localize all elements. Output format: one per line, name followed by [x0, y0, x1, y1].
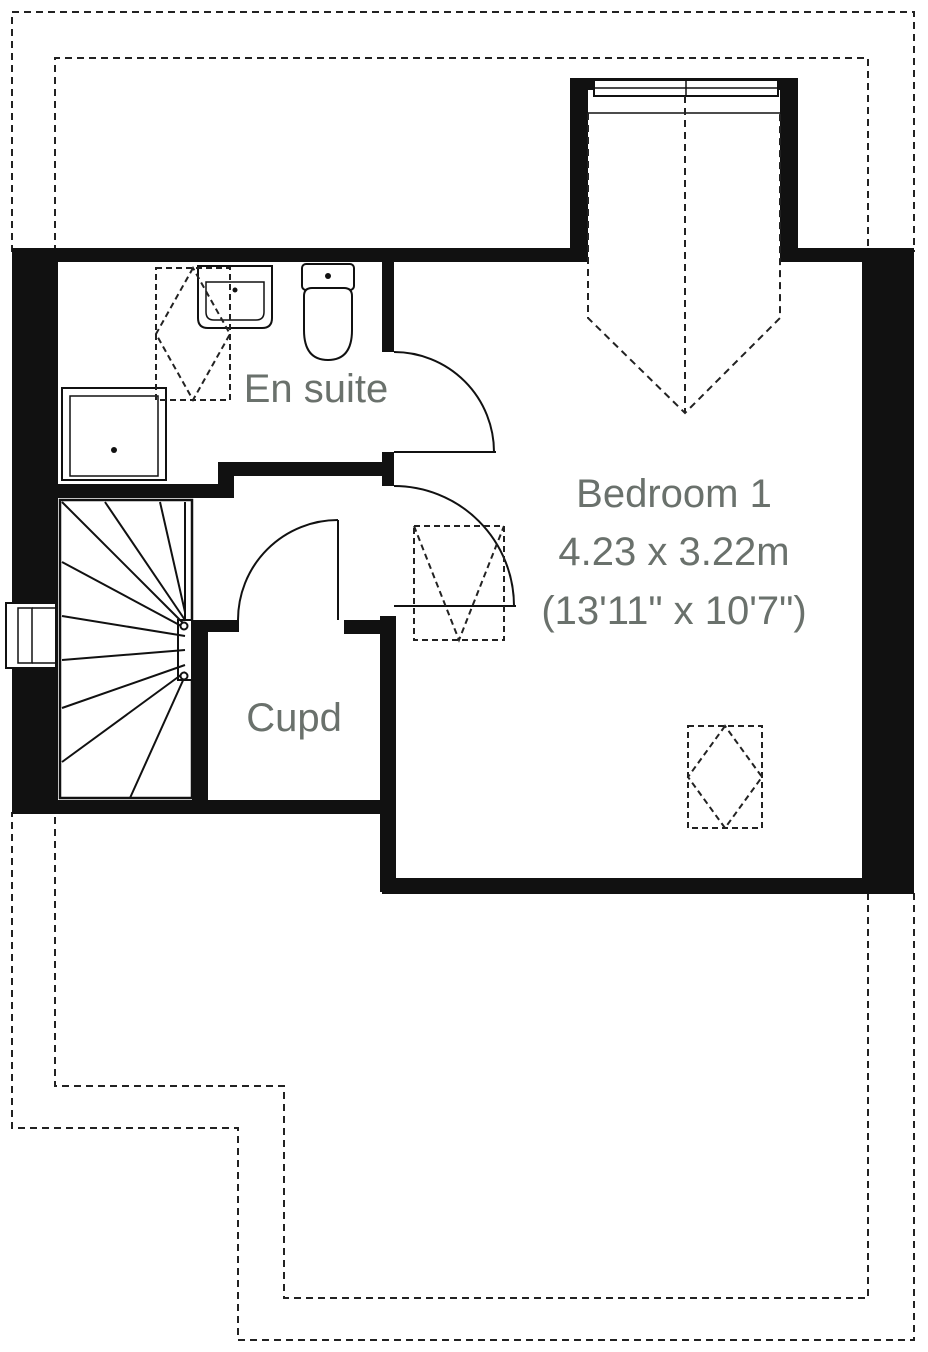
dormer-window: [587, 79, 781, 415]
staircase: [58, 498, 194, 800]
bedroom-rooflight: [686, 724, 764, 830]
top-wall: [12, 78, 914, 262]
bedroom-door[interactable]: [393, 485, 516, 607]
basin: [197, 265, 273, 329]
wall-left-outer: [12, 252, 58, 812]
ensuite-partition-upper: [382, 260, 394, 352]
cupboard-label: Cupd: [246, 696, 342, 740]
ensuite-bottom-wall: [58, 462, 384, 498]
bedroom-label: Bedroom 1: [576, 472, 772, 516]
bedroom-dimensions-metric: 4.23 x 3.22m: [558, 530, 789, 574]
toilet: [301, 263, 355, 362]
bedroom-dimensions-imperial: (13'11" x 10'7"): [541, 589, 806, 633]
roof-outline-inner: [54, 57, 869, 1299]
bedroom-left-wall-lower: [380, 616, 396, 892]
cupboard-walls: [192, 620, 394, 814]
stair-window: [5, 602, 57, 669]
cupboard-door[interactable]: [237, 519, 339, 632]
ensuite-partition-mid: [382, 452, 394, 486]
roof-outline-outer: [11, 11, 915, 1341]
ensuite-door[interactable]: [393, 351, 496, 453]
ensuite-label: En suite: [244, 367, 389, 411]
shower-tray: [61, 387, 167, 481]
wall-right-outer: [862, 252, 914, 892]
landing-rooflight: [413, 525, 505, 643]
ensuite-rooflight: [154, 265, 232, 403]
bedroom-bottom-wall: [382, 878, 914, 894]
